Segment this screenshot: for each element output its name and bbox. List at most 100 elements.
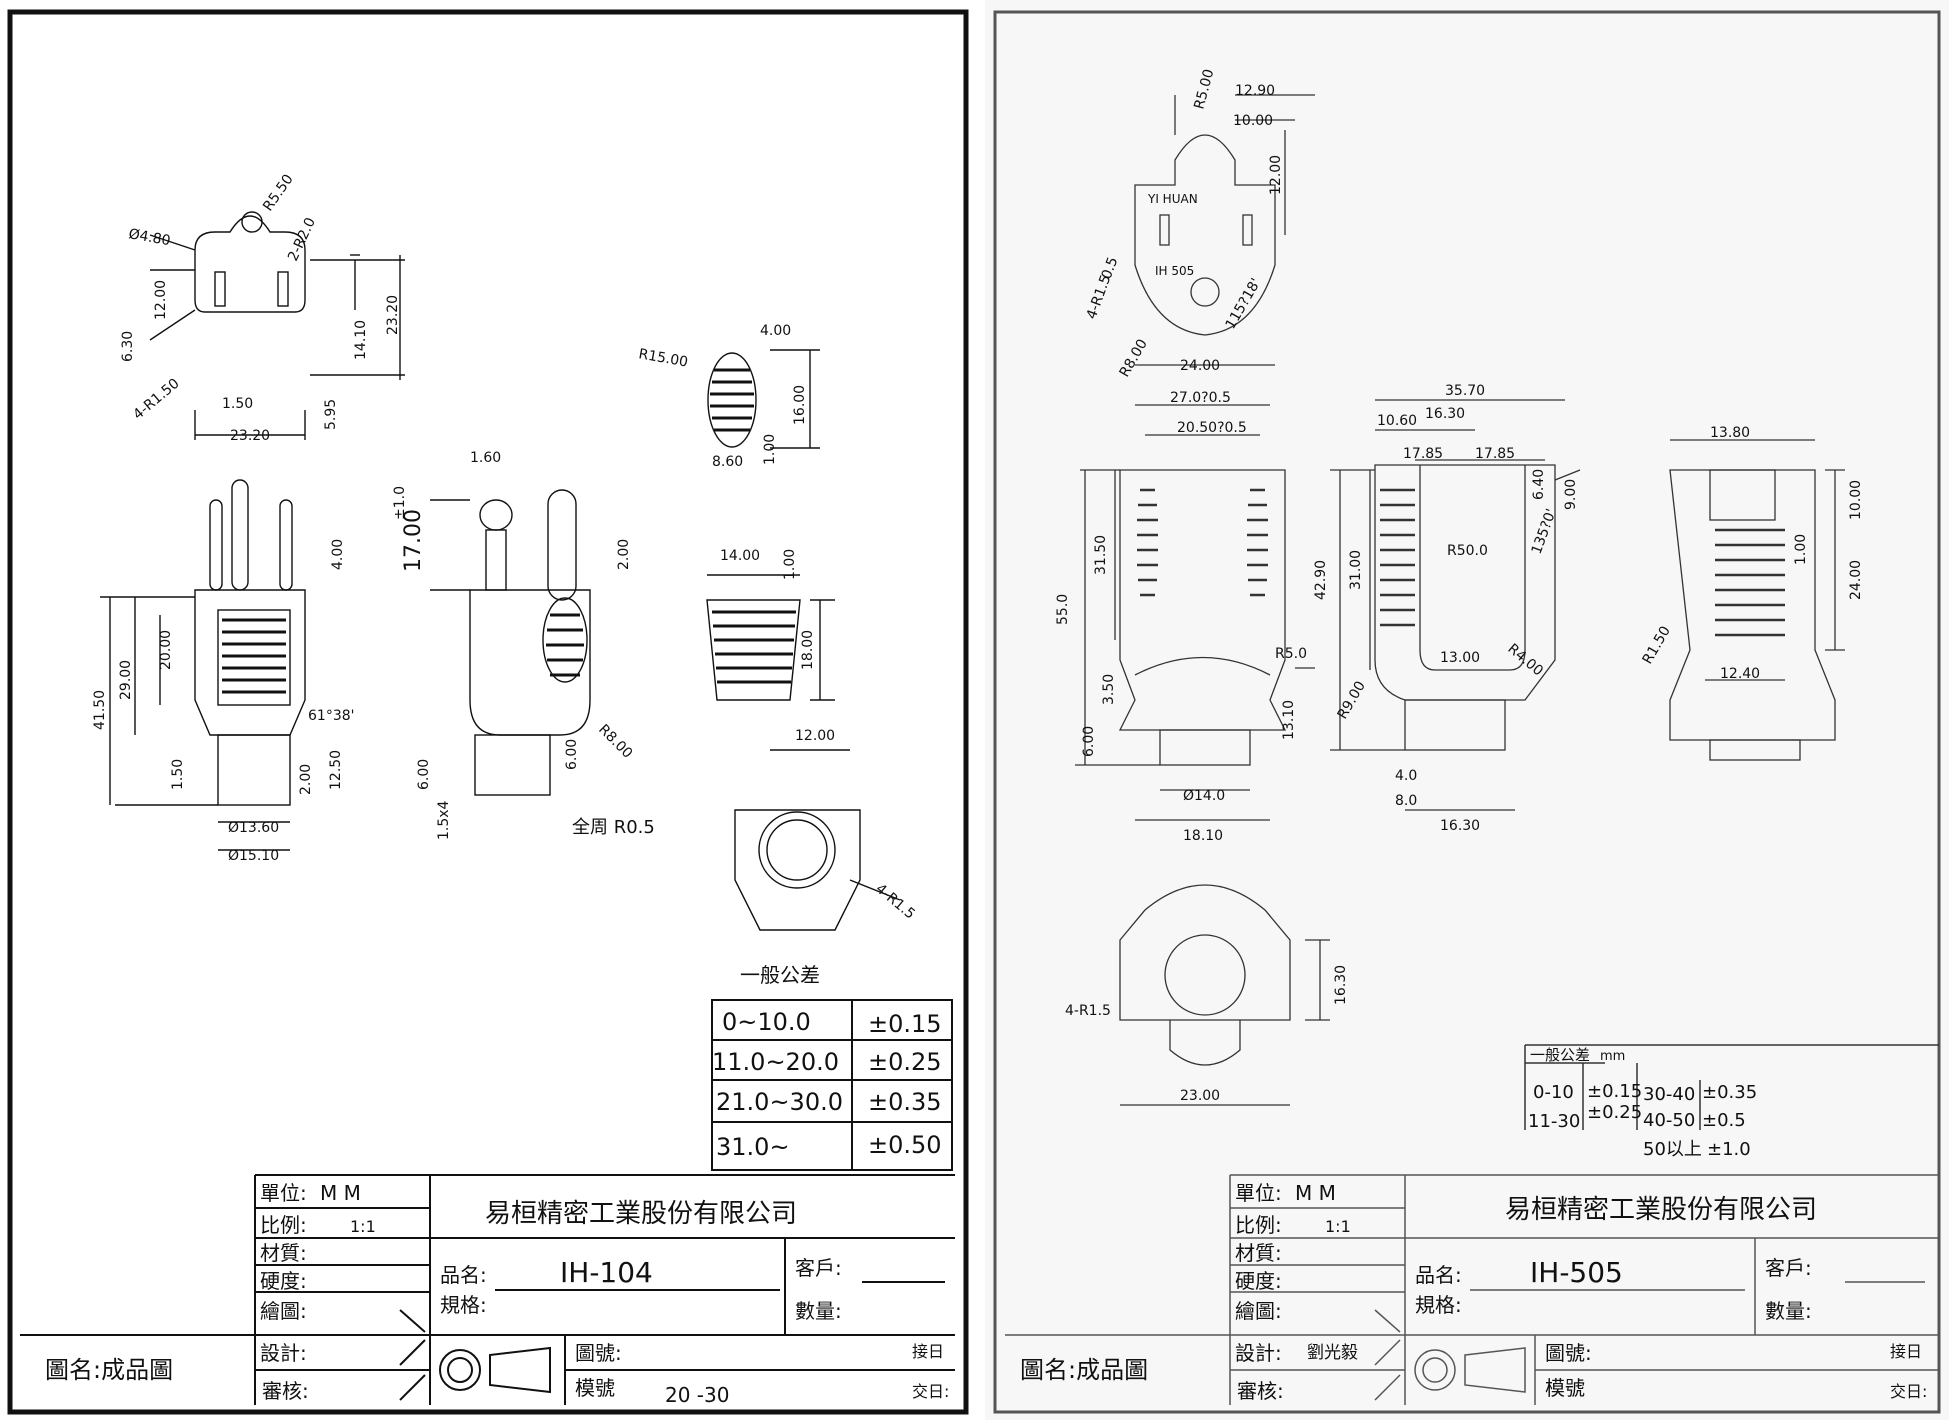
tb-design-label: 設計: xyxy=(260,1341,307,1365)
dim-h1630: 16.30 xyxy=(1333,965,1349,1005)
tb-spec-label: 規格: xyxy=(1415,1293,1462,1317)
tol-range-4: 31.0~ xyxy=(716,1133,790,1161)
tol-range-1: 0-10 xyxy=(1533,1082,1574,1103)
dim-hole-dia: Ø4.80 xyxy=(127,226,171,249)
dim-w1400: 14.00 xyxy=(720,548,760,564)
tb-scale-value: 1:1 xyxy=(350,1217,376,1236)
dim-d40: 4.0 xyxy=(1395,768,1417,784)
dim-corner-r: 4-R1.50 xyxy=(130,376,182,424)
dim-h2000: 20.00 xyxy=(158,630,174,670)
dim-h17: 17.00 xyxy=(401,509,426,572)
tolerance-title: 一般公差 xyxy=(740,963,820,987)
tb-qty-label: 數量: xyxy=(795,1299,842,1323)
dim-h1310: 13.10 xyxy=(1281,700,1297,740)
tb-receive-label: 接日 xyxy=(912,1342,944,1361)
tb-mold-label: 模號 xyxy=(1545,1376,1585,1400)
dim-h2400: 24.00 xyxy=(1848,560,1864,600)
tb-drawn-label: 繪圖: xyxy=(1235,1299,1282,1323)
tb-qty-label: 數量: xyxy=(1765,1299,1812,1323)
side-grip-oval xyxy=(542,597,588,683)
tol-range-4: 40-50 xyxy=(1643,1110,1695,1131)
dim-all-r: 全周 R0.5 xyxy=(572,817,655,838)
top-view-slot-left xyxy=(214,271,226,307)
side-body-outline xyxy=(469,589,591,736)
dim-h100: 1.00 xyxy=(762,434,778,465)
top-view-slot-left xyxy=(1159,214,1170,246)
tb-deliver-label: 交日: xyxy=(1890,1382,1927,1401)
tb-deliver-label: 交日: xyxy=(912,1382,949,1401)
tb-product-value: IH-104 xyxy=(560,1256,653,1289)
tol-value-4: ±0.5 xyxy=(1702,1110,1746,1131)
tb-spec-label: 規格: xyxy=(440,1293,487,1317)
tb-scale-label: 比例: xyxy=(1235,1213,1282,1237)
tb-unit-label: 單位: xyxy=(260,1181,307,1205)
sheet-border xyxy=(993,10,1941,1414)
dim-w860: 8.60 xyxy=(712,454,743,470)
dim-w160: 1.60 xyxy=(470,450,501,466)
tb-customer-label: 客戶: xyxy=(1765,1256,1812,1280)
top-view-outline xyxy=(1134,134,1276,336)
dim-h3100: 31.00 xyxy=(1348,550,1364,590)
drawing-sheet-ih104: Ø4.80 R5.50 2-R2.0 12.00 6.30 14.10 23.2… xyxy=(7,9,969,1415)
dim-w1630: 16.30 xyxy=(1425,406,1465,422)
grip-detail-oval xyxy=(707,352,757,448)
dim-h600: 6.00 xyxy=(1081,726,1097,757)
tb-material-label: 材質: xyxy=(1235,1241,1282,1265)
dim-bottom-corner: 4-R1.5 xyxy=(1065,1003,1111,1019)
tol-value-3: ±0.35 xyxy=(1702,1082,1757,1103)
dim-r150: R1.50 xyxy=(1640,624,1674,667)
dim-h4150: 41.50 xyxy=(92,690,108,730)
tb-company: 易桓精密工業股份有限公司 xyxy=(485,1199,797,1229)
tb-drawing-no-label: 圖號: xyxy=(1545,1341,1592,1365)
tb-mold-value: 20 -30 xyxy=(665,1383,729,1407)
side-cord-sleeve xyxy=(1709,739,1801,761)
dim-h600b: 6.00 xyxy=(564,739,580,770)
dim-h150: 1.50 xyxy=(170,759,186,790)
tb-review-label: 審核: xyxy=(262,1379,309,1403)
dim-w1785b: 17.85 xyxy=(1475,446,1515,462)
section-cord-sleeve xyxy=(1404,699,1506,751)
dim-h1800: 18.00 xyxy=(800,630,816,670)
dim-h630: 6.30 xyxy=(120,331,136,362)
tol-value-3: ±0.35 xyxy=(868,1088,942,1116)
dim-w1240: 12.40 xyxy=(1720,666,1760,682)
tol-title: 一般公差 xyxy=(1530,1046,1590,1064)
dim-dia14: Ø14.0 xyxy=(1183,788,1225,804)
tb-product-value: IH-505 xyxy=(1530,1256,1623,1289)
tol-range-2: 11-30 xyxy=(1528,1111,1580,1132)
dim-h12: 12.00 xyxy=(153,280,169,320)
tol-value-2: ±0.25 xyxy=(1587,1102,1642,1123)
drawing-canvas-right: R5.00 12.90 10.00 12.00 YI HUAN IH 505 0… xyxy=(993,10,1941,1414)
dim-h600: 6.00 xyxy=(416,759,432,790)
dim-d150: 1.50 xyxy=(222,396,253,412)
dim-r15: R15.00 xyxy=(637,346,689,370)
tol-value-4: ±0.50 xyxy=(868,1131,942,1159)
dim-w1290: 12.90 xyxy=(1235,83,1275,99)
dim-pin-400: 4.00 xyxy=(330,539,346,570)
dim-h550: 55.0 xyxy=(1055,594,1071,625)
dim-tol: ±1.0 xyxy=(392,486,408,520)
dim-bottom-r: 4-R1.5 xyxy=(872,881,917,923)
dim-w1060: 10.60 xyxy=(1377,413,1417,429)
tb-product-label: 品名: xyxy=(440,1263,487,1287)
top-view-slot-right xyxy=(1242,214,1253,246)
bottom-view-circle xyxy=(1164,934,1246,1016)
front-body-outline xyxy=(194,589,306,736)
side-cord-sleeve xyxy=(474,734,551,796)
dim-d80: 8.0 xyxy=(1395,793,1417,809)
dim-w2320: 23.20 xyxy=(230,428,270,444)
dim-h4290: 42.90 xyxy=(1313,560,1329,600)
side-pin xyxy=(547,489,577,601)
dim-r20: 2-R2.0 xyxy=(285,215,319,263)
top-brand: YI HUAN xyxy=(1147,192,1198,206)
tb-drawing-name: 圖名:成品圖 xyxy=(45,1356,173,1384)
dim-h900: 9.00 xyxy=(1563,479,1579,510)
side-view-outline xyxy=(1669,469,1836,741)
dim-h3150: 31.50 xyxy=(1093,535,1109,575)
dim-h1250: 12.50 xyxy=(328,750,344,790)
tb-product-label: 品名: xyxy=(1415,1263,1462,1287)
title-block-right xyxy=(1005,1174,1939,1405)
side-ground-pin-head xyxy=(479,499,513,531)
side-ground-pin xyxy=(485,529,507,591)
drawing-canvas-left: Ø4.80 R5.50 2-R2.0 12.00 6.30 14.10 23.2… xyxy=(7,9,969,1415)
